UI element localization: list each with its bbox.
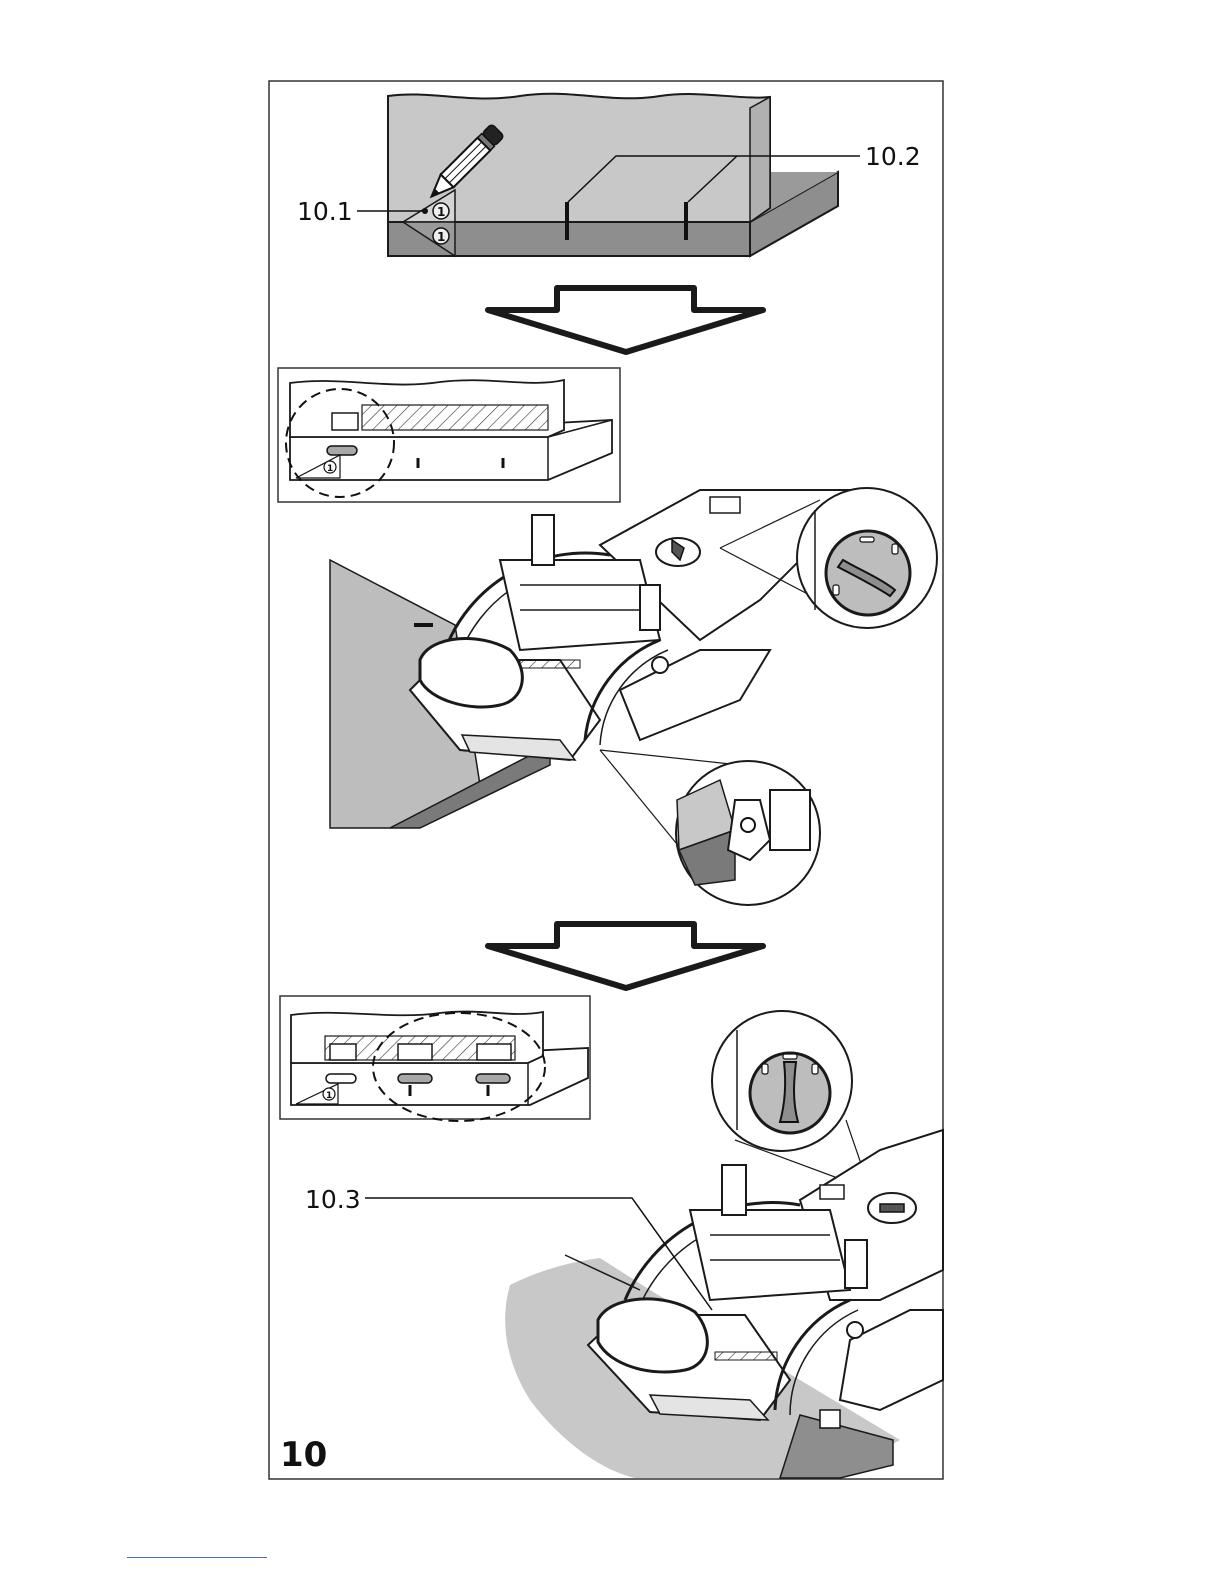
slot-3 [476,1074,510,1083]
step-3-next-slots: 1 [280,996,943,1478]
slot-1 [326,1074,356,1083]
figure-number: 10 [280,1435,327,1475]
svg-text:1: 1 [326,1091,332,1101]
svg-text:1: 1 [327,464,333,474]
depth-knob-icon [868,1193,916,1223]
biscuit-joiner-1 [410,490,870,760]
biscuit-joiner-2 [588,1130,943,1420]
down-arrow-icon [488,924,763,988]
svg-text:1: 1 [437,205,445,219]
depth-knob-icon [656,538,700,566]
down-arrow-icon [488,288,763,352]
svg-text:1: 1 [437,230,445,244]
callout-10-3: 10.3 [305,1185,361,1214]
slot-2 [398,1074,432,1083]
slot-1 [327,446,357,455]
step-2-first-slot: 1 [278,368,937,905]
step-1-marking: 1 1 10.1 10.2 [297,94,921,256]
callout-10-2: 10.2 [865,142,921,171]
footer-rule [127,1557,267,1558]
callout-10-1: 10.1 [297,197,353,226]
